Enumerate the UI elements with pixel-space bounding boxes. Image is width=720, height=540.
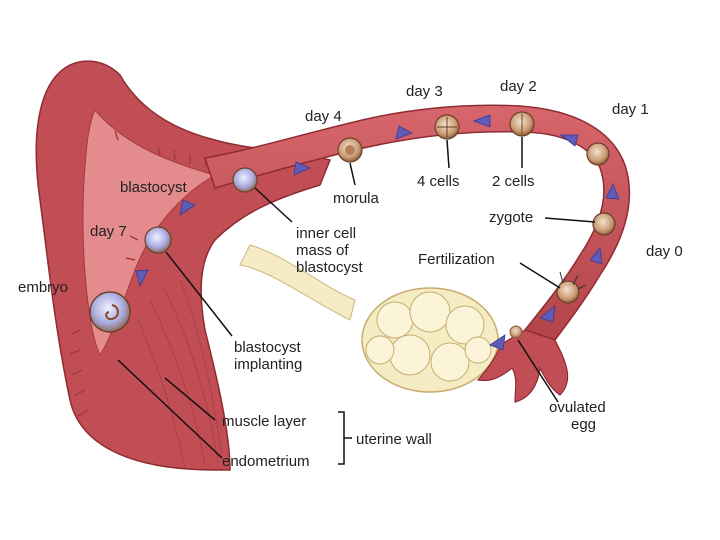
label-two-cells: 2 cells (492, 173, 535, 190)
label-day3: day 3 (406, 83, 443, 100)
blastocyst-cell (233, 168, 257, 192)
label-blastocyst-implanting-line2: implanting (234, 356, 302, 373)
four-cells-cell (435, 115, 459, 139)
label-endometrium: endometrium (222, 453, 310, 470)
embryo-cell (90, 292, 130, 332)
label-muscle-layer: muscle layer (222, 413, 306, 430)
day7-cell (145, 227, 171, 253)
label-fertilization: Fertilization (418, 251, 495, 268)
label-blastocyst: blastocyst (120, 179, 188, 196)
label-zygote: zygote (489, 209, 533, 226)
label-inner-cell-mass-line2: mass of (296, 242, 349, 259)
label-day7: day 7 (90, 223, 127, 240)
label-inner-cell-mass-line1: inner cell (296, 225, 356, 242)
two-cells-cell (510, 112, 534, 136)
label-ovulated-egg-line2: egg (571, 416, 596, 433)
ovulated-egg-cell (510, 326, 522, 338)
label-day2: day 2 (500, 78, 537, 95)
label-day0: day 0 (646, 243, 683, 260)
label-day1: day 1 (612, 101, 649, 118)
label-blastocyst-implanting-line1: blastocyst (234, 339, 302, 356)
label-ovulated-egg-line1: ovulated (549, 399, 606, 416)
morula-cell (338, 138, 362, 162)
label-morula: morula (333, 190, 380, 207)
label-embryo: embryo (18, 279, 68, 296)
day1-cell (587, 143, 609, 165)
label-day4: day 4 (305, 108, 342, 125)
arrow-icon (561, 135, 578, 146)
ovary (362, 288, 498, 392)
label-uterine-wall: uterine wall (356, 431, 432, 448)
label-four-cells: 4 cells (417, 173, 460, 190)
zygote-cell (593, 213, 615, 235)
label-inner-cell-mass-line3: blastocyst (296, 259, 364, 276)
